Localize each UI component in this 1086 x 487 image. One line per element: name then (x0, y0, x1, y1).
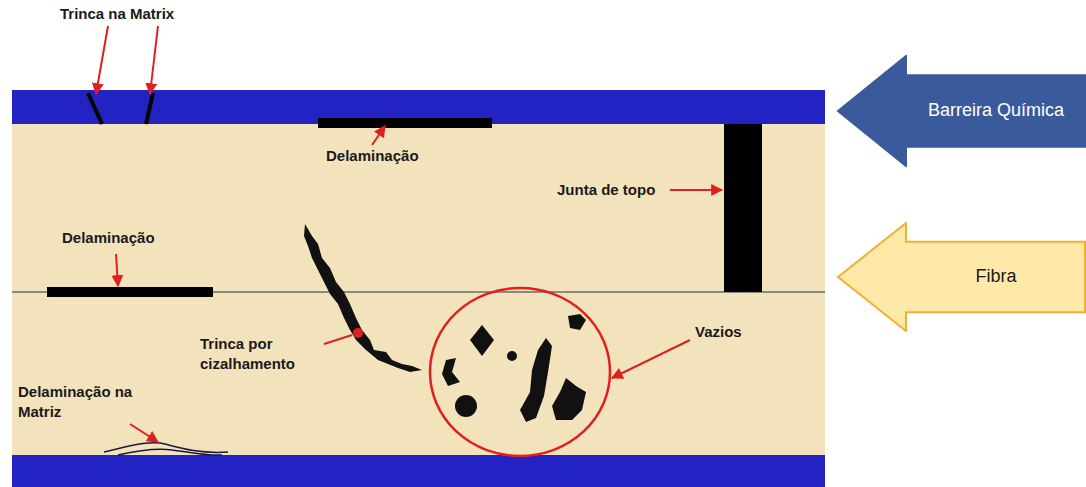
voids-ellipse (430, 288, 610, 456)
void (552, 378, 586, 420)
laminate-body (12, 90, 825, 487)
leader-line (116, 254, 118, 286)
delamination (318, 118, 492, 128)
butt-joint (724, 124, 762, 292)
leader-line (130, 424, 158, 442)
defect-label: Delaminação (62, 228, 182, 248)
leader-line (372, 126, 385, 145)
defect-label: Trinca na Matrix (60, 4, 210, 24)
arrow-outline (838, 223, 1085, 331)
void (507, 351, 517, 361)
arrow-outline (838, 56, 1085, 166)
void (520, 338, 552, 422)
matrix-delamination (118, 449, 222, 455)
defect-label: Delaminação na Matriz (18, 382, 150, 423)
fiber-arrow: Fibra (836, 222, 1086, 332)
defect-label: Junta de topo (557, 180, 672, 200)
defect-label: Trinca por cizalhamento (200, 334, 322, 375)
matrix-crack (88, 93, 102, 124)
arrow-label: Barreira Química (906, 75, 1086, 147)
arrow-label: Fibra (906, 242, 1086, 312)
arrow-shape (836, 222, 1086, 332)
shear-crack (304, 224, 422, 372)
chemical-barrier-bottom (12, 455, 825, 487)
barrier-arrow: Barreira Química (836, 55, 1086, 167)
leader-line (670, 189, 722, 191)
leader-line (150, 26, 158, 94)
leader-line (324, 335, 352, 344)
defect-label: Vazios (695, 322, 775, 342)
void (470, 325, 494, 356)
void (455, 395, 477, 417)
leader-line (612, 340, 690, 378)
void (568, 314, 586, 330)
defect-label: Delaminação (326, 146, 446, 166)
void (442, 358, 460, 386)
matrix-crack (146, 93, 153, 124)
leader-line (96, 26, 108, 94)
delamination (47, 287, 213, 297)
matrix-delamination (104, 443, 228, 453)
marker-dot (353, 328, 363, 338)
